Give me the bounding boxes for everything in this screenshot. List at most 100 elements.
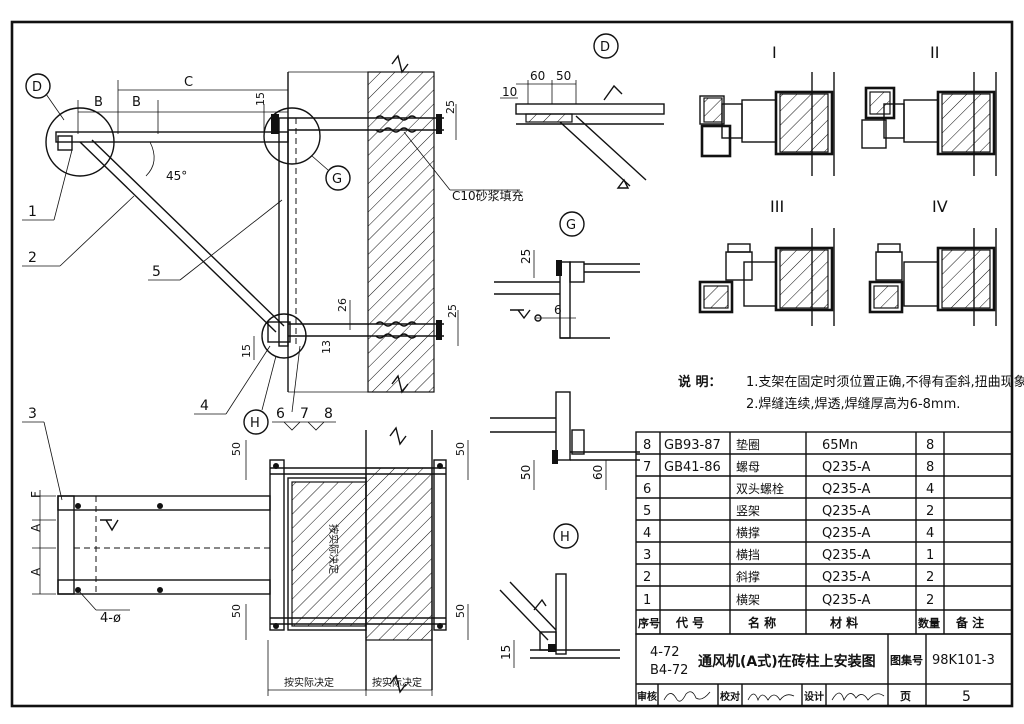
dim-b-second: B (132, 95, 141, 110)
view-2-sketch (861, 72, 997, 176)
dim-c: C (184, 75, 193, 90)
svg-text:8: 8 (926, 438, 934, 453)
svg-text:Q235-A: Q235-A (822, 460, 870, 475)
sheet-border (10, 20, 1014, 708)
svg-text:GB93-87: GB93-87 (664, 438, 721, 453)
dim-13: 13 (320, 340, 333, 354)
detail-g-title: G (566, 218, 576, 233)
svg-text:Q235-A: Q235-A (822, 548, 870, 563)
svg-text:Q235-A: Q235-A (822, 482, 870, 497)
detail-d-60: 60 (530, 69, 545, 83)
bottom-dim-1: 按实际决定 (284, 676, 334, 689)
callout-4: 4 (200, 398, 209, 414)
svg-text:4: 4 (926, 482, 934, 497)
lower-strut (267, 321, 291, 343)
label-h-bubble: H (250, 416, 260, 431)
notes: 说 明： 1.支架在固定时须位置正确,不得有歪斜,扭曲现象. 2.焊缝连续,焊透… (678, 374, 1024, 412)
svg-text:备 注: 备 注 (955, 615, 984, 630)
view-label-4: IV (932, 197, 948, 216)
svg-text:材 料: 材 料 (829, 615, 858, 630)
svg-text:1: 1 (926, 548, 934, 563)
view-4-sketch (868, 228, 997, 326)
svg-text:7: 7 (643, 460, 651, 475)
angle-label: 45° (166, 169, 187, 183)
svg-text:6: 6 (643, 482, 651, 497)
svg-text:竖架: 竖架 (736, 504, 760, 518)
view-label-3: III (770, 197, 784, 216)
svg-text:4: 4 (643, 526, 651, 541)
svg-text:横挡: 横挡 (736, 548, 760, 562)
svg-text:横撑: 横撑 (736, 525, 760, 540)
callout-8: 8 (324, 406, 333, 422)
detail-h-15: 15 (499, 645, 513, 660)
svg-text:Q235-A: Q235-A (822, 570, 870, 585)
bom-row-2: 2 斜撑 Q235-A 2 (643, 569, 934, 585)
bom-row-5: 5 竖架 Q235-A 2 (643, 504, 934, 519)
notes-label: 说 明： (678, 374, 722, 390)
svg-text:序号: 序号 (638, 616, 660, 630)
bill-of-materials: 8 GB93-87 垫圈 65Mn 8 7 GB41-86 螺母 Q235-A … (635, 431, 1013, 635)
notes-line-1: 1.支架在固定时须位置正确,不得有歪斜,扭曲现象. (746, 374, 1024, 390)
svg-text:Q235-A: Q235-A (822, 526, 870, 541)
svg-text:2: 2 (926, 504, 934, 519)
vertical-frame (278, 117, 289, 347)
dim-26: 26 (336, 298, 349, 312)
dim-f: F (29, 491, 43, 498)
dim-15-top: 15 (254, 92, 267, 106)
view-label-2: II (930, 43, 939, 62)
check-label: 校对 (720, 690, 740, 703)
svg-text:8: 8 (926, 460, 934, 475)
atlas-number: 98K101-3 (932, 653, 995, 668)
detail-d-50: 50 (556, 69, 571, 83)
svg-text:65Mn: 65Mn (822, 438, 858, 453)
model-line-2: B4-72 (650, 663, 688, 678)
svg-text:GB41-86: GB41-86 (664, 460, 721, 475)
grout-note: C10砂浆填充 (452, 188, 524, 203)
svg-text:2: 2 (926, 570, 934, 585)
callout-5: 5 (152, 264, 161, 280)
view-label-1: I (772, 43, 777, 62)
review-signature (663, 691, 711, 702)
svg-text:数量: 数量 (918, 616, 940, 630)
dim-15-bot: 15 (240, 344, 253, 358)
title-block: 4-72 B4-72 通风机(A式)在砖柱上安装图 图集号 98K101-3 审… (635, 633, 1013, 707)
review-label: 审核 (637, 690, 657, 703)
callout-1: 1 (28, 204, 37, 220)
model-line-1: 4-72 (650, 645, 680, 660)
detail-d: D 10 60 50 (500, 33, 665, 189)
hole-note: 4-ø (100, 611, 121, 626)
view-3-sketch (698, 228, 835, 326)
bottom-dim-2: 按实际决定 (372, 676, 422, 689)
brick-pillar (367, 71, 435, 393)
bom-row-8: 8 GB93-87 垫圈 65Mn 8 (643, 437, 934, 453)
top-arm (55, 131, 289, 143)
design-label: 设计 (804, 690, 824, 703)
callout-2: 2 (28, 250, 37, 266)
svg-text:8: 8 (643, 438, 651, 453)
diagonal-brace (79, 141, 277, 333)
svg-text:横架: 横架 (736, 593, 760, 607)
svg-text:2: 2 (926, 593, 934, 608)
detail-g-60: 60 (591, 465, 605, 480)
dim-b-first: B (94, 95, 103, 110)
check-signature (747, 693, 795, 702)
svg-text:双头螺栓: 双头螺栓 (736, 481, 784, 496)
svg-text:代 号: 代 号 (675, 615, 704, 630)
svg-text:螺母: 螺母 (736, 460, 760, 474)
label-d-bubble: D (32, 80, 42, 95)
detail-g-6: 6 (554, 303, 562, 317)
detail-h: H 15 (499, 523, 620, 668)
page-label: 页 (900, 690, 911, 703)
detail-d-title: D (600, 40, 610, 55)
drawing-title: 通风机(A式)在砖柱上安装图 (698, 653, 876, 670)
view-1-sketch (699, 72, 835, 176)
bom-row-6: 6 双头螺栓 Q235-A 4 (643, 481, 934, 497)
page-number: 5 (962, 689, 971, 705)
bom-row-3: 3 横挡 Q235-A 1 (643, 548, 934, 563)
plan-view: 按实际决定 F A A 50 50 50 50 (29, 426, 469, 696)
dim-25-bot: 25 (446, 304, 459, 318)
center-note: 按实际决定 (327, 524, 340, 574)
callout-7: 7 (300, 406, 309, 422)
detail-g-50: 50 (519, 465, 533, 480)
